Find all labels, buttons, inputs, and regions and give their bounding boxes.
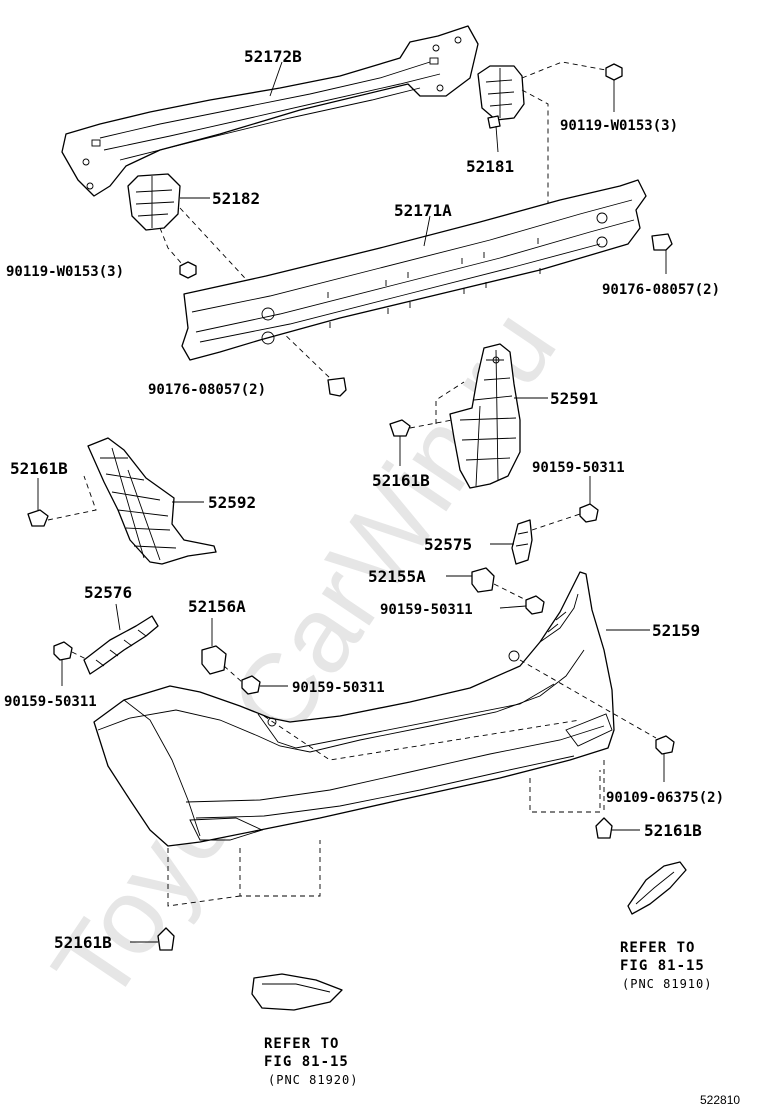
label-52592: 52592 <box>208 493 256 512</box>
label-52159: 52159 <box>652 621 700 640</box>
dashline-bumper-left <box>239 840 321 897</box>
dashline-90159-d <box>223 665 243 683</box>
label-90109: 90109-06375(2) <box>606 790 724 806</box>
label-52182: 52182 <box>212 189 260 208</box>
ref-left-line1: REFER TO <box>264 1036 339 1052</box>
label-90119-left: 90119-W0153(3) <box>6 264 124 280</box>
screw-90159-d <box>241 675 261 695</box>
label-52161B-right: 52161B <box>644 821 702 840</box>
screw-90159-c <box>53 641 73 661</box>
stay-52592 <box>87 437 217 565</box>
bracket-52181 <box>477 65 525 129</box>
bracket-52182 <box>127 173 181 231</box>
label-52172B: 52172B <box>244 47 302 66</box>
label-90176-left: 90176-08057(2) <box>148 382 266 398</box>
bolt-90109 <box>655 735 675 755</box>
dashline-52575 <box>531 513 581 531</box>
leader-52172B <box>269 61 283 97</box>
dashline-52161B-mid <box>409 419 453 429</box>
leader-52181 <box>495 125 499 153</box>
label-52156A: 52156A <box>188 597 246 616</box>
dashline-90159-b <box>493 583 527 601</box>
dashline-bracket-left <box>179 207 257 291</box>
retainer-52575 <box>511 519 533 565</box>
label-52171A: 52171A <box>394 201 452 220</box>
label-90119-right: 90119-W0153(3) <box>560 118 678 134</box>
dashline-90109 <box>519 659 657 739</box>
leader-52576 <box>115 603 121 631</box>
ref-right-line2: FIG 81-15 <box>620 958 705 974</box>
reflector-left <box>251 973 343 1011</box>
dashline-clip-left <box>279 329 333 381</box>
leader-90159-b <box>499 605 527 609</box>
dashline-90159-c <box>71 651 89 661</box>
label-52161B-bottom: 52161B <box>54 933 112 952</box>
label-52181: 52181 <box>466 157 514 176</box>
reinforcement-52172B <box>61 25 479 197</box>
retainer-52576 <box>83 615 159 675</box>
label-52575: 52575 <box>424 535 472 554</box>
bolt-90119-right <box>605 63 623 86</box>
dashline-90119-left <box>159 227 183 265</box>
dashline-bumper-right <box>529 770 601 813</box>
clip-52161B-mid <box>389 419 411 437</box>
stay-52591 <box>449 343 521 489</box>
ref-left-line2: FIG 81-15 <box>264 1054 349 1070</box>
diagram-code: 522810 <box>700 1093 740 1107</box>
clip-52161B-right <box>595 817 613 839</box>
ref-right-line1: REFER TO <box>620 940 695 956</box>
label-52576: 52576 <box>84 583 132 602</box>
label-90176-right: 90176-08057(2) <box>602 282 720 298</box>
clip-52161B-bottom <box>157 927 175 951</box>
bumper-cover-52159 <box>93 571 615 847</box>
dashline-52161B-left <box>47 475 97 521</box>
screw-90159-b <box>525 595 545 615</box>
dashline-52591 <box>435 381 465 424</box>
clip-90176-left <box>327 377 347 397</box>
clip-52161B-left <box>27 509 49 527</box>
dashline-90119-right <box>521 61 607 79</box>
retainer-52155A <box>471 567 495 593</box>
label-52161B-mid: 52161B <box>372 471 430 490</box>
label-90159-d: 90159-50311 <box>292 680 385 696</box>
dashline-52161B-bottom <box>167 848 241 907</box>
bolt-90119-left <box>179 261 197 279</box>
clip-90176-right <box>651 233 673 251</box>
retainer-52156A <box>201 645 227 675</box>
reflector-right <box>627 861 687 915</box>
leader-52171A <box>423 215 431 247</box>
label-90159-c: 90159-50311 <box>4 694 97 710</box>
ref-right-line3: (PNC 81910) <box>622 977 712 991</box>
label-52591: 52591 <box>550 389 598 408</box>
label-90159-b: 90159-50311 <box>380 602 473 618</box>
ref-left-line3: (PNC 81920) <box>268 1073 358 1087</box>
label-90159-a: 90159-50311 <box>532 460 625 476</box>
label-52161B-left: 52161B <box>10 459 68 478</box>
label-52155A: 52155A <box>368 567 426 586</box>
absorber-52171A <box>181 179 647 361</box>
screw-90159-a <box>579 503 599 523</box>
